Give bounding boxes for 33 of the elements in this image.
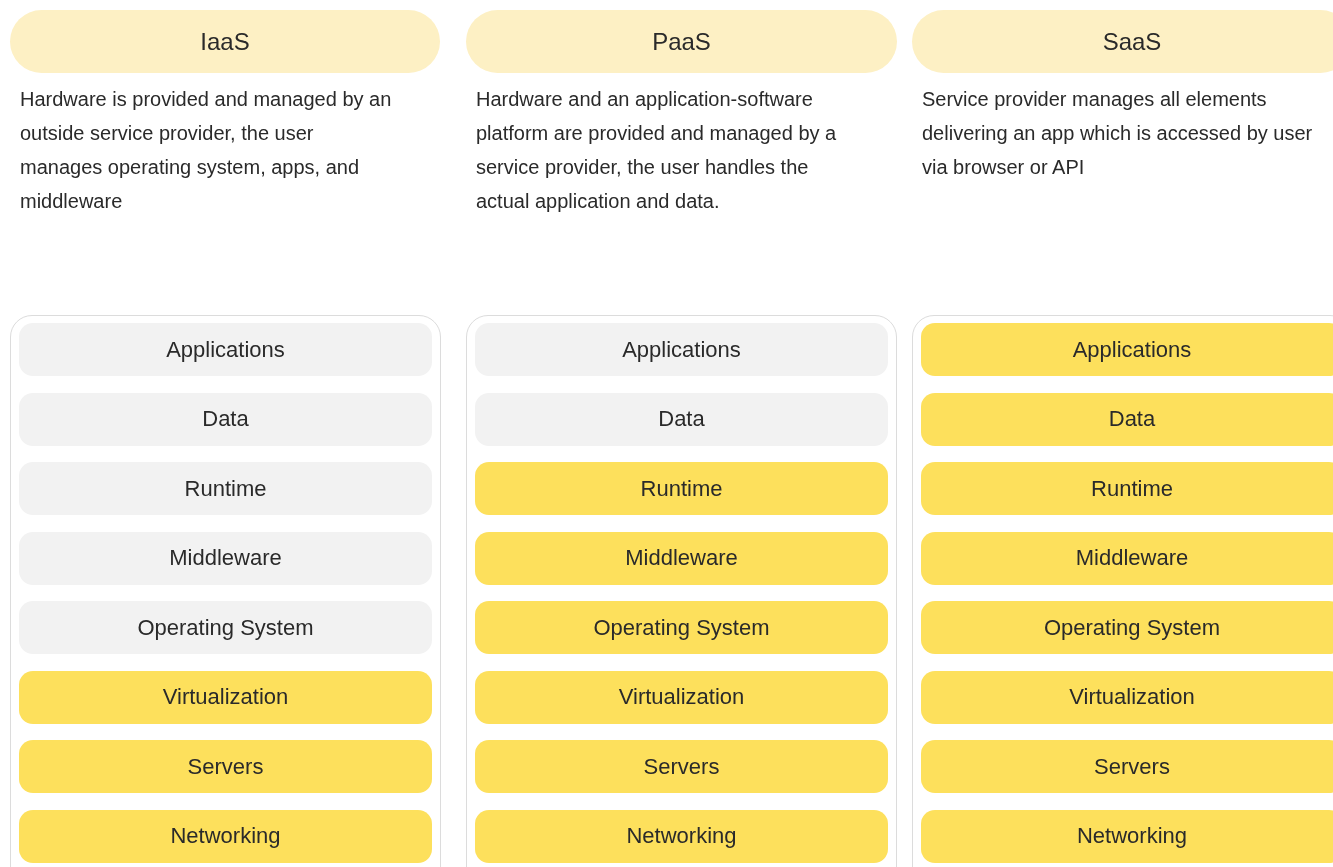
layer-pill: Applications xyxy=(921,323,1333,376)
layer-pill: Data xyxy=(19,392,432,446)
layer-pill: Networking xyxy=(921,809,1333,863)
layer-pill: Runtime xyxy=(19,462,432,515)
layer-pill: Operating System xyxy=(921,601,1333,654)
layer-pill: Runtime xyxy=(921,462,1333,515)
header-pill: PaaS xyxy=(466,10,897,73)
description: Service provider manages all elements delivering an app which is accessed by user via browser or API xyxy=(922,87,1314,180)
header-pill: IaaS xyxy=(10,10,440,73)
layer-pill: Middleware xyxy=(475,531,888,585)
layer-pill: Middleware xyxy=(921,531,1333,585)
layer-pill: Virtualization xyxy=(475,670,888,724)
layer-pill: Applications xyxy=(19,323,432,376)
layer-pill: Servers xyxy=(475,740,888,793)
layer-pill: Middleware xyxy=(19,531,432,585)
layer-pill: Data xyxy=(475,392,888,446)
description: Hardware is provided and managed by an outside service provider, the user manages operating system, apps, and middleware xyxy=(20,87,393,214)
layer-pill: Operating System xyxy=(19,601,432,654)
stack-panel xyxy=(466,315,897,867)
layer-pill: Virtualization xyxy=(921,670,1333,724)
layer-pill: Applications xyxy=(475,323,888,376)
description: Hardware and an application-software platform are provided and managed by a service provider, the user handles the actual application and data. xyxy=(476,87,838,214)
layer-pill: Virtualization xyxy=(19,670,432,724)
stack-panel xyxy=(912,315,1333,867)
layer-pill: Servers xyxy=(921,740,1333,793)
layer-pill: Runtime xyxy=(475,462,888,515)
stack-panel xyxy=(10,315,441,867)
layer-pill: Networking xyxy=(19,809,432,863)
layer-pill: Data xyxy=(921,392,1333,446)
layer-pill: Networking xyxy=(475,809,888,863)
header-pill: SaaS xyxy=(912,10,1333,73)
layer-pill: Servers xyxy=(19,740,432,793)
layer-pill: Operating System xyxy=(475,601,888,654)
